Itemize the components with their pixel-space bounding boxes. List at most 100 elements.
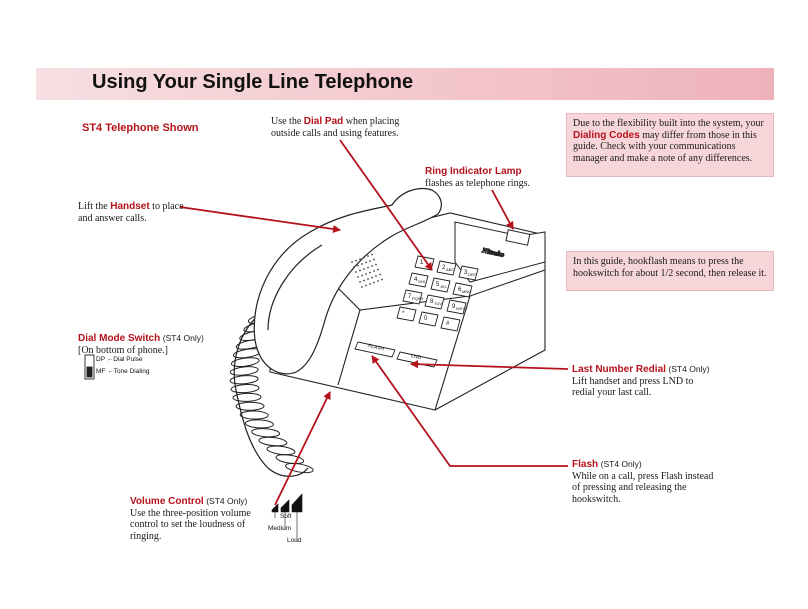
dial-key — [408, 272, 429, 288]
dial-pad-label: Dial Pad — [303, 116, 344, 127]
volume-medium: Medium — [268, 525, 292, 532]
grille-dot — [365, 273, 367, 275]
grille-dot — [361, 274, 363, 277]
dial-key-digit: 2 — [442, 265, 446, 271]
grille-dot — [355, 271, 357, 273]
dial-key — [436, 260, 457, 276]
dialing-codes-post: may differ from those in this guide. Che… — [573, 129, 757, 164]
grille-dot — [355, 259, 357, 262]
dial-key-letters: ABC — [446, 267, 454, 272]
flash-label: Flash — [572, 459, 599, 470]
mf-desc: Tone Dialing — [113, 368, 150, 375]
dial-key — [430, 277, 451, 293]
dial-key-digit: 9 — [452, 304, 456, 310]
grille-dot — [371, 265, 373, 267]
display-panel: Nitsuko — [454, 221, 546, 283]
grille-dot — [375, 275, 377, 277]
mf-code: MF — [96, 368, 106, 375]
volume-note: (ST4 Only) — [206, 496, 248, 506]
handset-post: to place and answer calls. — [78, 201, 184, 224]
hookflash-note: In this guide, hookflash means to press … — [566, 251, 774, 291]
cord-coil — [251, 428, 281, 438]
dial-key-digit: 3 — [464, 270, 468, 276]
title-banner: Using Your Single Line Telephone — [36, 68, 774, 100]
dial-key — [452, 282, 473, 298]
dial-key — [418, 311, 439, 327]
dial-key — [446, 299, 467, 315]
callout-arrows — [179, 139, 569, 506]
grille-dot — [363, 279, 365, 282]
dial-key-letters: GHI — [418, 279, 425, 284]
dial-key — [402, 289, 423, 305]
dial-key-letters: JKL — [440, 284, 448, 289]
lnd-text: Lift handset and press LND to redial you… — [572, 375, 694, 399]
cord-coil — [285, 462, 314, 474]
volume-icon — [271, 493, 303, 542]
lnd-note: (ST4 Only) — [668, 364, 710, 374]
dial-mode-caption: Dial Mode Switch (ST4 Only) [On bottom o… — [78, 333, 238, 356]
dial-key-letters: TUV — [434, 301, 442, 306]
dp-desc: Dial Pulse — [113, 356, 143, 363]
dial-key — [424, 294, 445, 310]
dial-pad-caption: Use the Dial Pad when placing outside ca… — [271, 116, 421, 139]
flash-note: (ST4 Only) — [600, 459, 642, 469]
dial-key-digit: 0 — [424, 316, 428, 322]
handset-label: Handset — [110, 201, 150, 212]
flash-caption: Flash (ST4 Only) While on a call, press … — [572, 459, 742, 505]
volume-caption: Volume Control (ST4 Only) Use the three-… — [130, 496, 270, 542]
arrow-ring-lamp — [491, 189, 514, 230]
dial-key-digit: 8 — [430, 299, 434, 305]
dial-key-letters: PQRS — [412, 296, 424, 301]
grille-dot — [369, 283, 371, 285]
grille-dot — [359, 281, 361, 283]
grille-dot — [367, 278, 369, 280]
grille-dot — [361, 286, 363, 288]
cord-coil — [232, 392, 262, 402]
grille-dot — [379, 273, 381, 276]
dial-pad-pre: Use the — [271, 116, 304, 127]
grille-dot — [365, 261, 367, 264]
model-heading: ST4 Telephone Shown — [82, 122, 199, 134]
grille-dot — [369, 271, 371, 274]
grille-dot — [361, 263, 363, 265]
grille-dot — [373, 258, 375, 261]
lnd-label: Last Number Redial — [572, 364, 666, 375]
grille-dot — [375, 263, 377, 266]
arrow-volume — [274, 391, 331, 506]
cord-coil — [258, 436, 288, 447]
lnd-key-label: LND — [411, 353, 422, 361]
grille-dot — [377, 268, 379, 271]
dial-key-digit: 1 — [420, 260, 424, 266]
grille-dot — [359, 258, 361, 260]
dp-label: DP ←Dial Pulse — [96, 356, 143, 363]
grille-dot — [357, 276, 359, 278]
arrow-dial-pad — [339, 139, 433, 271]
grille-dot — [373, 270, 375, 272]
handset-caption: Lift the Handset to place and answer cal… — [78, 201, 190, 224]
cord-coil — [229, 366, 259, 376]
dial-mode-label: Dial Mode Switch — [78, 333, 161, 344]
dial-key-digit: 4 — [414, 277, 418, 283]
function-keys — [354, 341, 438, 368]
arrow-flash — [371, 355, 568, 467]
grille-dot — [371, 253, 373, 256]
grille-dot — [363, 268, 365, 270]
volume-label: Volume Control — [130, 496, 204, 507]
page-title: Using Your Single Line Telephone — [92, 71, 414, 93]
flash-text: While on a call, press Flash instead of … — [572, 470, 714, 505]
dial-key-digit: 5 — [436, 282, 440, 288]
cord-coil — [230, 357, 260, 367]
grille-dot — [373, 281, 375, 284]
hookflash-text: In this guide, hookflash means to press … — [573, 256, 767, 279]
cord-coil — [239, 410, 269, 420]
volume-text: Use the three-position volume control to… — [130, 507, 251, 542]
dial-key-letters: MNO — [462, 289, 471, 294]
cord-coil — [244, 419, 274, 429]
grille-dot — [369, 260, 371, 262]
grille-dot — [367, 255, 369, 257]
dial-key-digit: # — [446, 321, 450, 327]
grille-dot — [381, 278, 383, 281]
dial-mode-text: [On bottom of phone.] — [78, 344, 168, 356]
